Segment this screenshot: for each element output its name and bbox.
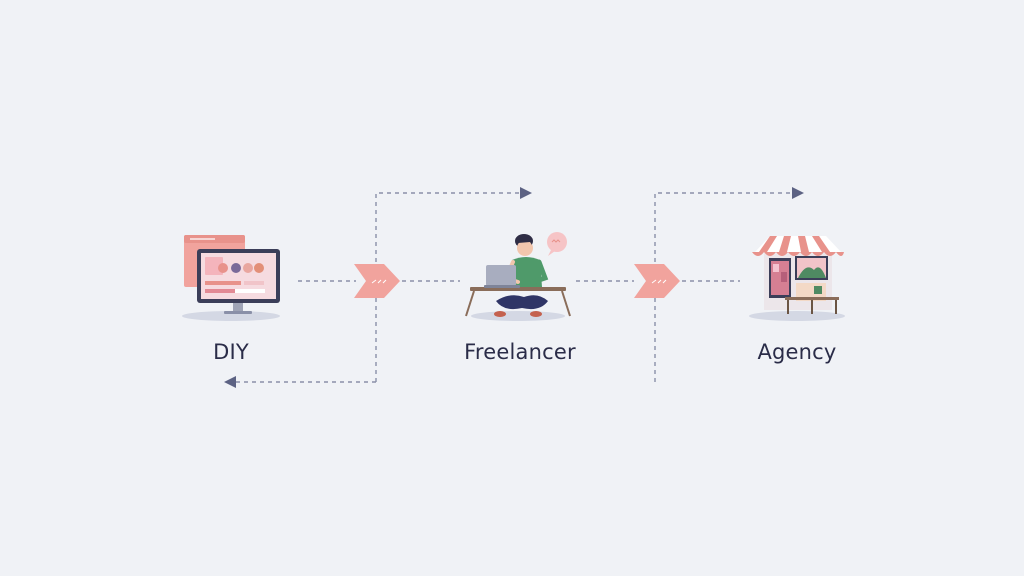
node-label-freelancer: Freelancer [464, 340, 576, 364]
monitor-icon [182, 235, 280, 321]
person-laptop-icon [465, 232, 571, 321]
connectors [234, 192, 795, 383]
storefront-icon [749, 236, 845, 321]
arrowhead-left [224, 376, 236, 388]
branch-path-2 [654, 192, 795, 382]
arrowhead-right-1 [520, 187, 532, 199]
arrowhead-right-2 [792, 187, 804, 199]
chevron-arrow-1 [354, 264, 400, 298]
node-label-diy: DIY [213, 340, 249, 364]
chevron-arrow-2 [634, 264, 680, 298]
node-label-agency: Agency [757, 340, 837, 364]
